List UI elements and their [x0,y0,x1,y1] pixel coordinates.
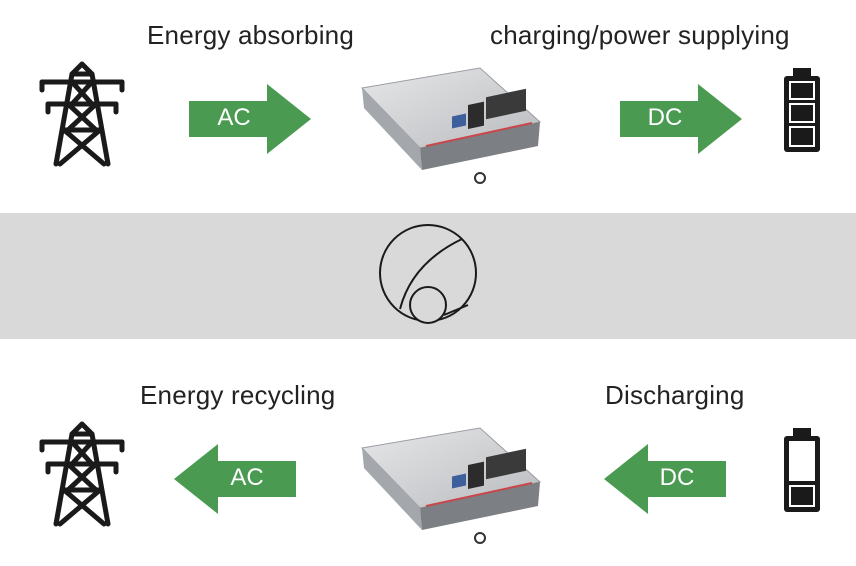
dc-arrow-right: DC [620,84,744,154]
power-supply-unit [360,66,542,184]
energy-recycling-label: Energy recycling [140,380,336,410]
dc-arrow-label: DC [647,104,683,131]
discharging-label: Discharging [605,380,745,410]
ac-arrow-label: AC [230,464,264,491]
battery-partial-icon [782,428,822,514]
center-band [0,213,856,339]
logo-mark [379,224,477,324]
battery-full-icon [782,68,822,154]
energy-absorbing-label: Energy absorbing [147,20,354,50]
dc-arrow-left: DC [602,444,726,514]
power-tower-icon [38,420,126,528]
ac-arrow-label: AC [217,104,251,131]
power-tower-icon [38,60,126,168]
ac-arrow-left: AC [172,444,296,514]
charging-label: charging/power supplying [490,20,790,50]
dc-arrow-label: DC [659,464,695,491]
power-supply-unit [360,426,542,544]
ac-arrow-right: AC [189,84,313,154]
